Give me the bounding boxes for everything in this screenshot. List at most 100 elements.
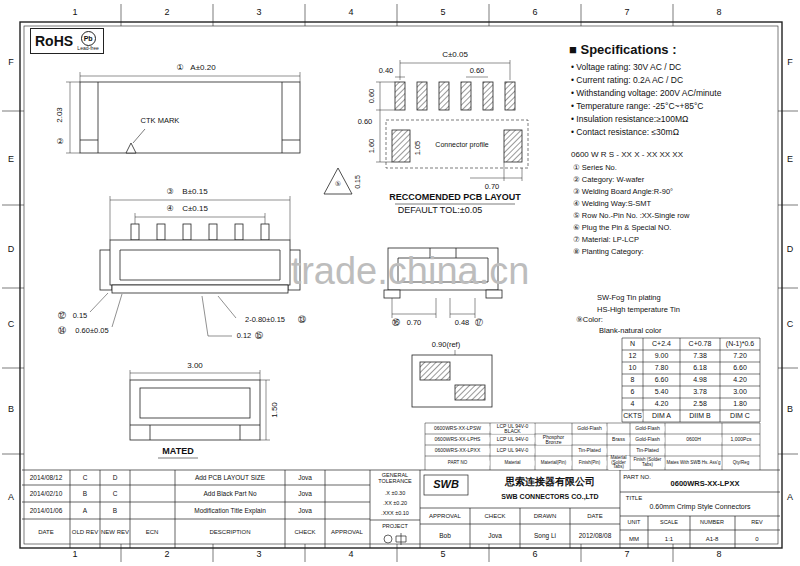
table-cell: 2012/08/08 — [578, 533, 613, 540]
table-cell: MM — [628, 536, 640, 542]
code-legend: ② Category: W-wafer — [572, 176, 645, 184]
zone-letter: D — [786, 245, 795, 254]
material-table-grid — [425, 423, 760, 470]
title-block — [22, 470, 780, 548]
callout-number: ⑮ — [254, 332, 264, 340]
lead-symbol: Pb — [81, 31, 96, 46]
table-cell: 3.78 — [692, 388, 708, 395]
zone-letter: C — [7, 320, 16, 329]
table-cell: 1.80 — [732, 400, 748, 407]
dimension-label: 0.70 — [484, 183, 501, 191]
spec-line: • Insulation resistance:≥100MΩ — [570, 115, 689, 124]
table-cell: 0600WRS-XX-LPHS — [426, 437, 489, 442]
callout-number: ③ — [165, 188, 174, 196]
part-number: 0600WRS-XX-LPXX — [670, 480, 741, 488]
connector-front-view — [120, 250, 280, 280]
table-header: Mates With SWB Hs. Ass'g — [666, 461, 721, 466]
title-block — [424, 475, 468, 495]
dimension-line — [455, 350, 456, 355]
mated-view — [140, 388, 250, 418]
connector-front-view — [261, 224, 269, 240]
zone-letter: B — [7, 405, 15, 414]
mated-view — [455, 385, 485, 400]
table-cell: LCP UL 94V-0 — [491, 437, 534, 442]
view-title: RECCOMENDED PCB LAYOUT — [388, 193, 522, 202]
table-header: ECN — [145, 529, 160, 535]
connector-top-view — [126, 143, 136, 153]
table-header: CHECK — [293, 529, 316, 535]
table-cell: LCP UL 94V-0 — [491, 448, 534, 453]
connector-front-view — [100, 224, 300, 293]
dimension-table-grid — [622, 338, 760, 422]
view-title: MATED — [161, 447, 194, 456]
dimension-line — [110, 196, 290, 240]
table-header: SCALE — [659, 520, 679, 526]
pcb-layout — [505, 82, 515, 110]
sheet-frame — [2, 4, 798, 562]
zone-letter: D — [7, 245, 16, 254]
mated-view — [130, 380, 260, 440]
table-cell: 6 — [630, 388, 636, 395]
title-block — [396, 533, 406, 545]
zone-number: 7 — [623, 550, 630, 559]
pcb-layout — [439, 82, 449, 110]
pcb-layout — [395, 82, 405, 110]
dimension-label: 1.50 — [271, 401, 279, 419]
table-header: DATE — [37, 529, 55, 535]
code-legend: ④ Welding Way:S-SMT — [572, 200, 652, 208]
company-name: SWB CONNECTORS CO.,LTD — [500, 493, 599, 500]
zone-number: 3 — [255, 550, 262, 559]
company-logo: SWB — [432, 479, 460, 491]
spec-line: • Withstanding voltage: 200V AC/minute — [570, 89, 722, 98]
pcb-layout — [386, 120, 528, 168]
dimension-label: 3.00 — [186, 362, 204, 370]
table-header: APPROVAL — [330, 529, 364, 535]
connector-top-view — [133, 129, 145, 143]
table-cell: Brass — [608, 437, 629, 442]
pcb-layout — [392, 130, 410, 162]
table-header: DIM C — [729, 412, 751, 419]
revision-cell: C — [112, 490, 119, 497]
sheet-frame — [20, 22, 782, 548]
revision-cell: A — [82, 507, 88, 514]
dimension-line — [66, 60, 522, 440]
table-header: DIM A — [651, 412, 672, 419]
zone-letter: F — [7, 58, 15, 67]
table-header: NEW REV — [101, 529, 129, 535]
zone-number: 5 — [439, 550, 446, 559]
connector-front-view — [110, 240, 290, 285]
dimension-line — [90, 293, 236, 336]
revision-cell: Modification Title Explain — [193, 507, 267, 514]
dimension-label: 2.03 — [56, 106, 64, 124]
tolerance-label: .X ±0.30 — [384, 491, 406, 497]
table-header: N — [629, 340, 636, 347]
callout-number: ⑰ — [474, 319, 484, 327]
table-cell: 10 — [628, 364, 638, 371]
table-header: REV — [750, 520, 763, 526]
dimension-label: 1.05 — [414, 140, 422, 157]
dimension-label: 0.15 — [354, 174, 361, 190]
table-header: Finish(Pin) — [573, 461, 606, 466]
dimension-label: 0.15 — [72, 312, 89, 320]
table-header: DATE — [586, 513, 604, 519]
dimension-label: C±0.05 — [441, 51, 469, 59]
sheet-frame — [2, 4, 798, 562]
table-header: C+0.78 — [688, 340, 713, 347]
dimension-label: 0.60 — [357, 118, 374, 126]
table-header: APPROVAL — [428, 513, 462, 519]
table-header: CKTS — [622, 412, 643, 419]
dimension-label: 1.60 — [368, 138, 376, 155]
mated-view — [158, 458, 198, 459]
table-cell: 12 — [628, 352, 638, 359]
dimension-line — [130, 370, 270, 440]
title-block-label: TITLE — [625, 495, 643, 501]
watermark: trade.china.cn — [290, 252, 531, 292]
zone-number: 6 — [531, 550, 538, 559]
sheet-frame — [24, 26, 778, 544]
part-code: 0600 W R S - XX X - XX XX XX — [570, 151, 684, 159]
zone-letter: E — [7, 155, 15, 164]
revision-cell: Add PCB LAYOUT SIZE — [194, 474, 266, 481]
revision-cell: B — [82, 490, 88, 497]
dimension-label: B±0.15 — [181, 188, 208, 196]
